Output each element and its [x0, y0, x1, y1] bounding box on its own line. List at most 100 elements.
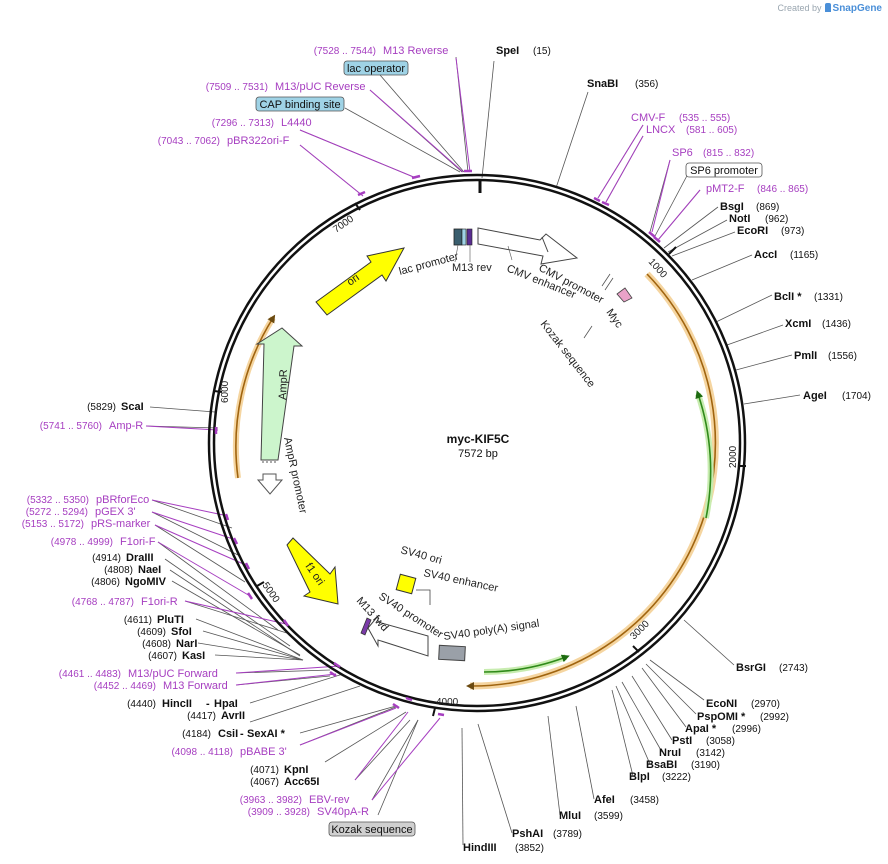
enzyme-pspomi[interactable]: PspOMI * [697, 711, 746, 723]
enzyme-acci[interactable]: AccI [754, 249, 777, 261]
enzyme-draiii[interactable]: DraIII [126, 552, 154, 564]
primer-lncx[interactable]: LNCX [646, 124, 676, 136]
backbone-inner-circle [212, 178, 742, 708]
enzyme-csii-pos: (4184) [182, 729, 211, 740]
primer-l4440[interactable]: L4440 [281, 117, 312, 129]
primer-f1ori-f[interactable]: F1ori-F [120, 536, 156, 548]
feature-cmv-enhancer-arrow[interactable] [477, 227, 579, 265]
enzyme-acci-pos: (1165) [790, 250, 818, 261]
enzyme-blpi-pos: (3222) [662, 772, 691, 783]
primer-cmv-f[interactable]: CMV-F [631, 112, 666, 124]
primer-pmt2-f[interactable]: pMT2-F [706, 183, 745, 195]
primer-sv40pa-r[interactable]: SV40pA-R [317, 806, 369, 818]
enzyme-snabi[interactable]: SnaBI [587, 78, 618, 90]
feature-lac-promoter-block[interactable] [453, 228, 463, 246]
enzyme-hpai[interactable]: HpaI [214, 698, 238, 710]
feature-m13-rev-block[interactable] [466, 228, 473, 246]
feature-ori-arrow[interactable] [315, 247, 405, 316]
enzyme-pshai[interactable]: PshAI [512, 828, 543, 840]
feature-ampr-promoter-arrow[interactable] [256, 473, 284, 495]
enzyme-csii[interactable]: CsiI [218, 728, 238, 740]
primer-prs-marker-pos: (5153 .. 5172) [22, 519, 84, 530]
primer-ebv-rev[interactable]: EBV-rev [309, 794, 350, 806]
enzyme-nari[interactable]: NarI [176, 638, 197, 650]
primer-pbrforeco[interactable]: pBRforEco [96, 494, 149, 506]
tick-marks [213, 202, 746, 717]
lac-operator-box[interactable] [343, 60, 409, 76]
lac-operator-box-label: lac operator [347, 63, 405, 75]
feature-m13-fwd-block[interactable] [360, 617, 372, 636]
primer-m13-reverse[interactable]: M13 Reverse [383, 45, 448, 57]
enzyme-noti[interactable]: NotI [729, 213, 750, 225]
primer-m13-puc-reverse-pos: (7509 .. 7531) [206, 82, 268, 93]
primer-prs-marker[interactable]: pRS-marker [91, 518, 151, 530]
enzyme-acc65i[interactable]: Acc65I [284, 776, 319, 788]
enzyme-hindiii[interactable]: HindIII [463, 842, 497, 854]
enzyme-nrui[interactable]: NruI [659, 747, 681, 759]
feature-sv40-polya-block[interactable] [438, 644, 466, 662]
cap-binding-site-box[interactable] [255, 96, 345, 112]
enzyme-naei[interactable]: NaeI [138, 564, 161, 576]
brand-name: SnapGene [832, 3, 882, 14]
primer-m13-forward[interactable]: M13 Forward [163, 680, 228, 692]
enzyme-pluti[interactable]: PluTI [157, 614, 184, 626]
primer-lncx-pos: (581 .. 605) [686, 125, 737, 136]
primer-amp-r[interactable]: Amp-R [109, 420, 143, 432]
plasmid-size: 7572 bp [458, 448, 498, 460]
primer-pbr322ori-f[interactable]: pBR322ori-F [227, 135, 290, 147]
enzyme-bsabi[interactable]: BsaBI [646, 759, 677, 771]
feature-myc-block[interactable] [616, 287, 633, 303]
enzyme-pshai-pos: (3789) [553, 829, 582, 840]
enzyme-kpni[interactable]: KpnI [284, 764, 308, 776]
primer-pgex3-pos: (5272 .. 5294) [26, 507, 88, 518]
enzyme-draiii-pos: (4914) [92, 553, 121, 564]
kozak-sequence-box[interactable] [328, 821, 416, 837]
enzyme-avrii[interactable]: AvrII [221, 710, 245, 722]
enzyme-bcli[interactable]: BclI * [774, 291, 802, 303]
primer-pbabe3[interactable]: pBABE 3' [240, 746, 287, 758]
enzyme-xcmi[interactable]: XcmI [785, 318, 811, 330]
feature-sv40-promoter-arrow[interactable] [367, 614, 429, 657]
orf-green-lower-arc [483, 654, 570, 673]
feature-sv40-polya-label: SV40 poly(A) signal [443, 618, 540, 643]
enzyme-labels: SpeI (15) SnaBI (356) BsgI (869) NotI (9… [87, 45, 871, 854]
enzyme-hincii[interactable]: HincII [162, 698, 192, 710]
enzyme-scai[interactable]: ScaI [121, 401, 144, 413]
enzyme-spei[interactable]: SpeI [496, 45, 519, 57]
enzyme-afei[interactable]: AfeI [594, 794, 615, 806]
enzyme-psti[interactable]: PstI [672, 735, 692, 747]
enzyme-mlui[interactable]: MluI [559, 810, 581, 822]
enzyme-sexai[interactable]: SexAI * [247, 728, 286, 740]
enzyme-bsrgi-pos: (2743) [779, 663, 808, 674]
enzyme-sfoi[interactable]: SfoI [171, 626, 192, 638]
feature-ampr-arrow[interactable] [255, 327, 304, 461]
feature-ori-label: ori [345, 272, 362, 289]
tick-2000: 2000 [728, 445, 739, 468]
enzyme-agei[interactable]: AgeI [803, 390, 827, 402]
primer-m13-puc-forward[interactable]: M13/pUC Forward [128, 668, 218, 680]
enzyme-ngomiv[interactable]: NgoMIV [125, 576, 167, 588]
primer-pgex3[interactable]: pGEX 3' [95, 506, 136, 518]
enzyme-kasi[interactable]: KasI [182, 650, 205, 662]
enzyme-kpni-pos: (4071) [250, 765, 279, 776]
snapgene-logo-icon [824, 3, 831, 12]
feature-lac-operator-block[interactable] [461, 228, 467, 246]
orf-green-upper-arc [695, 390, 712, 519]
primer-m13-puc-reverse[interactable]: M13/pUC Reverse [275, 81, 365, 93]
enzyme-ecori[interactable]: EcoRI [737, 225, 768, 237]
enzyme-dash-1: - [240, 728, 244, 740]
enzyme-blpi[interactable]: BlpI [629, 771, 650, 783]
enzyme-bsgi-pos: (869) [756, 202, 779, 213]
enzyme-econi[interactable]: EcoNI [706, 698, 737, 710]
enzyme-bsrgi[interactable]: BsrGI [736, 662, 766, 674]
primer-f1ori-r[interactable]: F1ori-R [141, 596, 178, 608]
tick-4000: 4000 [436, 697, 459, 708]
feature-sv40-ori-block[interactable] [395, 573, 417, 595]
feature-f1-ori-arrow[interactable] [286, 537, 339, 605]
enzyme-apai[interactable]: ApaI * [685, 723, 717, 735]
enzyme-pmli[interactable]: PmlI [794, 350, 817, 362]
enzyme-bsgi[interactable]: BsgI [720, 201, 744, 213]
primer-sp6[interactable]: SP6 [672, 147, 693, 159]
sp6-promoter-box[interactable] [685, 162, 763, 178]
